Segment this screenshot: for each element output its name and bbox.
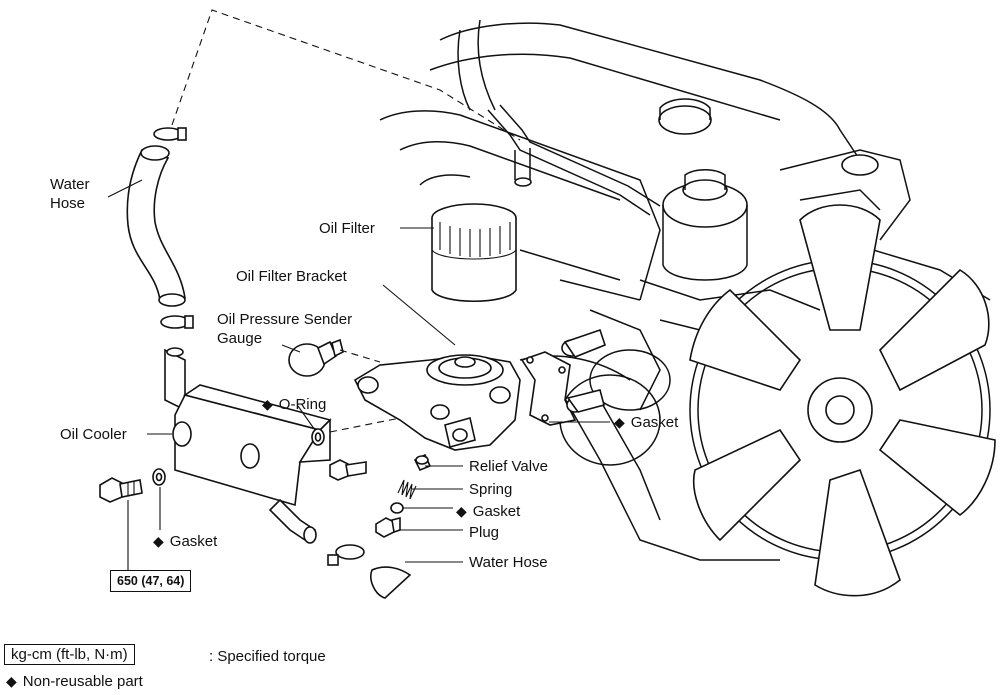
hose-clamp-upper <box>153 127 187 141</box>
gasket-mid-text: Gasket <box>472 503 521 520</box>
diamond-icon: ◆ <box>614 414 625 430</box>
water-hose-top <box>126 145 186 307</box>
diamond-icon: ◆ <box>6 673 17 689</box>
o-ring-text: O-Ring <box>278 396 327 413</box>
union-fittings <box>561 328 606 413</box>
gasket-left-label: ◆ Gasket <box>153 533 217 550</box>
water-hose-top-line1: Water <box>50 176 90 193</box>
gasket-mid-label: ◆ Gasket <box>456 503 520 520</box>
oil-pressure-sender-line1: Oil Pressure Sender <box>217 311 353 328</box>
union-bolt <box>99 477 143 503</box>
diamond-icon: ◆ <box>153 533 164 549</box>
plug-gasket <box>390 502 404 514</box>
water-hose-bottom <box>370 566 412 599</box>
spring-label: Spring <box>469 481 513 498</box>
legend-nonreusable-text: Non-reusable part <box>22 673 143 690</box>
legend-torque-box: kg-cm (ft-lb, N·m) <box>4 644 135 665</box>
water-hose-top-line2: Hose <box>50 195 86 212</box>
gasket-right-text: Gasket <box>630 414 679 431</box>
torque-spec-box: 650 (47, 64) <box>110 570 192 592</box>
oil-cooler <box>164 347 332 544</box>
relief-valve <box>413 453 432 472</box>
spring <box>397 479 417 500</box>
legend-nonreusable: ◆ Non-reusable part <box>6 673 143 690</box>
cooling-fan <box>689 204 996 597</box>
relief-valve-label: Relief Valve <box>469 458 548 475</box>
oil-pressure-sender-line2: Gauge <box>217 330 263 347</box>
oil-pressure-sender-gauge-label: Oil Pressure Sender Gauge <box>217 310 352 348</box>
legend-torque-text: : Specified torque <box>209 648 326 665</box>
oil-filter-label: Oil Filter <box>319 220 375 237</box>
plug <box>375 516 401 538</box>
oil-filter-bracket <box>353 354 521 451</box>
hose-clamp-lower <box>160 315 194 329</box>
water-hose-bottom-label: Water Hose <box>469 554 548 571</box>
gasket-flange <box>520 351 577 426</box>
diamond-icon: ◆ <box>456 503 467 519</box>
plug-label: Plug <box>469 524 500 541</box>
gasket-left-text: Gasket <box>169 533 218 550</box>
hose-clamp-bottom <box>327 544 365 566</box>
gasket-right-label: ◆ Gasket <box>614 414 678 431</box>
diamond-icon: ◆ <box>262 396 273 412</box>
leader-lines <box>107 179 610 563</box>
bracket-bolt <box>329 459 367 481</box>
oil-cooler-label: Oil Cooler <box>60 426 127 443</box>
engine-block <box>379 19 991 561</box>
oil-filter <box>431 203 517 302</box>
oil-pressure-sender-gauge <box>288 338 344 377</box>
oil-filter-bracket-label: Oil Filter Bracket <box>236 268 347 285</box>
o-ring-label: ◆ O-Ring <box>262 396 326 413</box>
water-hose-top-label: Water Hose <box>50 175 89 213</box>
